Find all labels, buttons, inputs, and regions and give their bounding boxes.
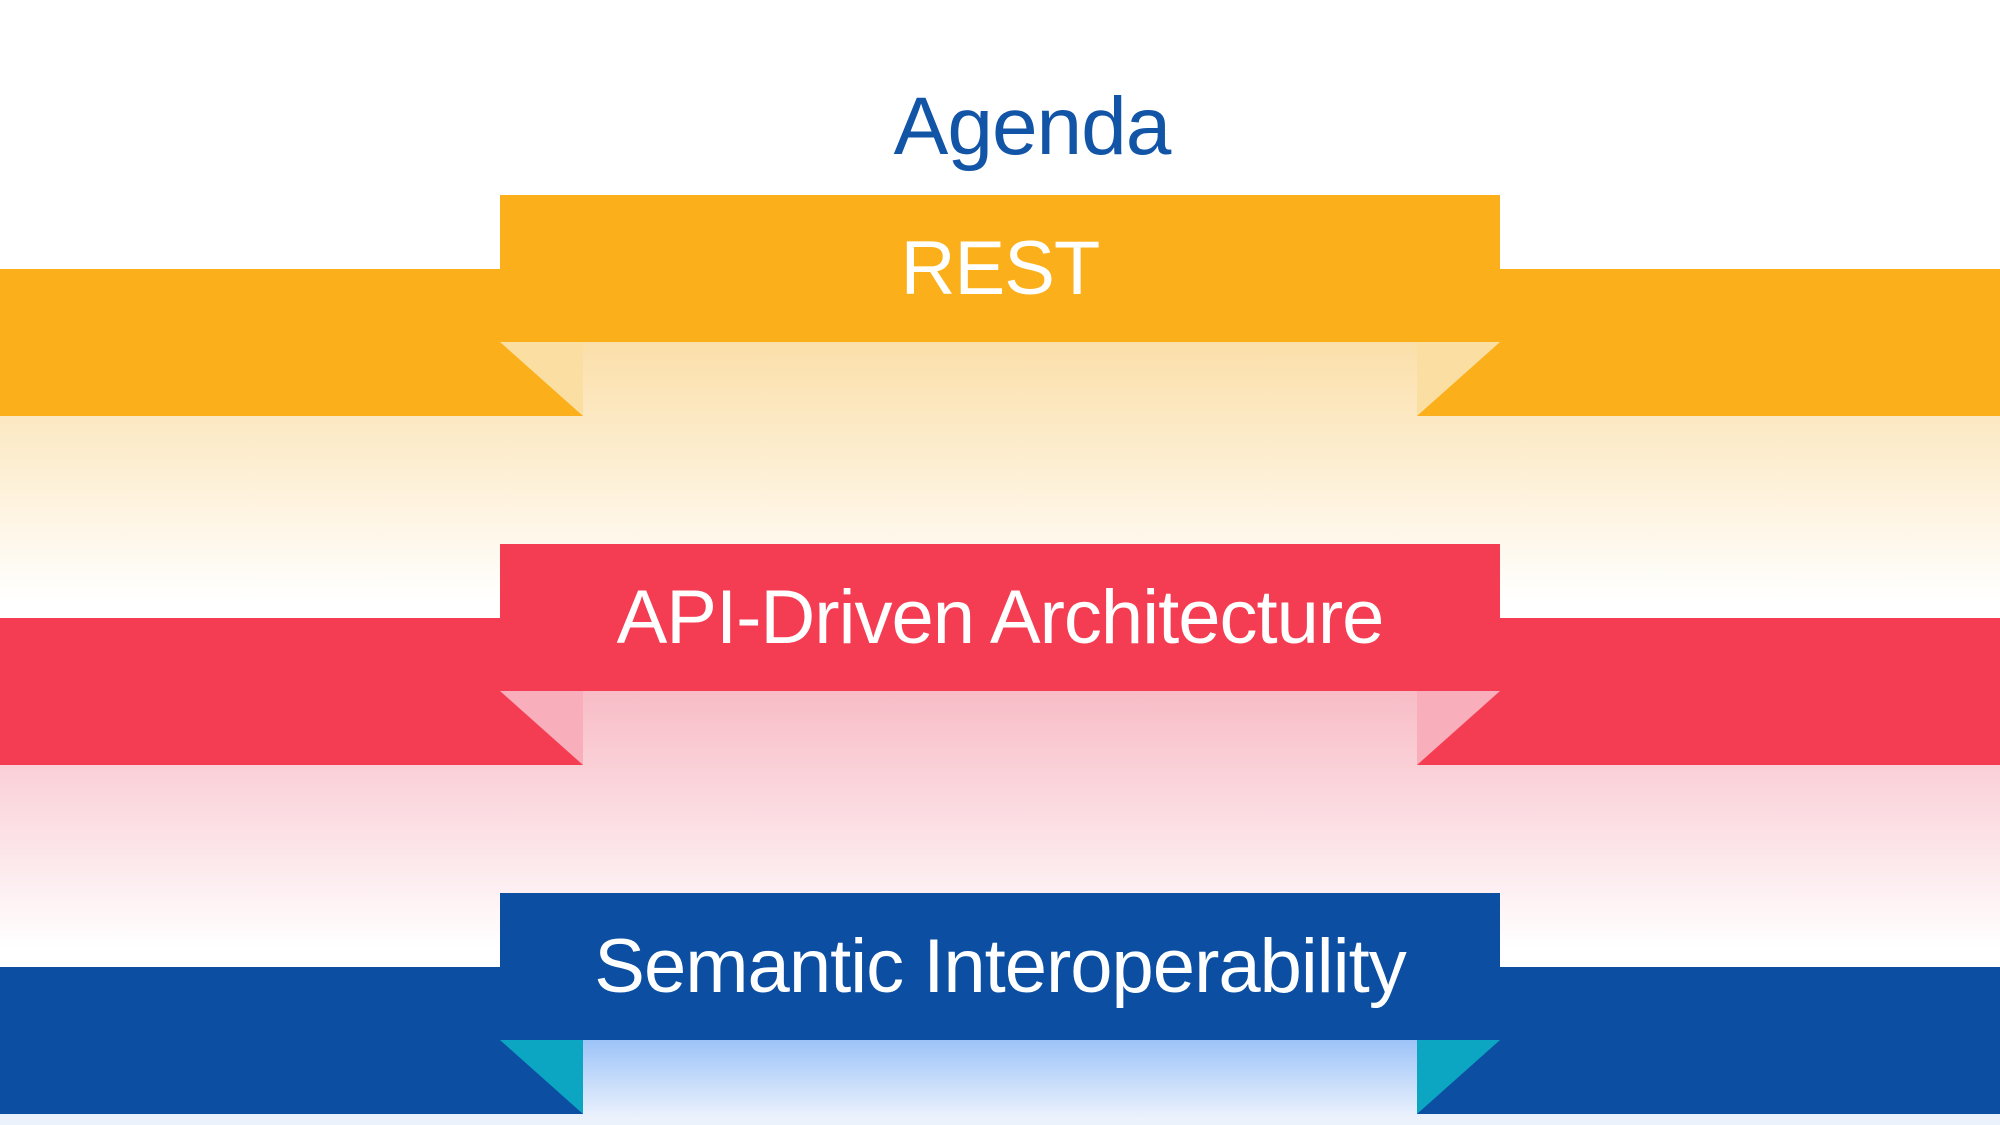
ribbon-banner: REST — [500, 195, 1500, 342]
ribbon-side-band-left — [0, 967, 583, 1114]
ribbon-label: REST — [900, 226, 1101, 311]
ribbon-banner: API-Driven Architecture — [500, 544, 1500, 691]
ribbon-side-band-right — [1417, 618, 2000, 765]
ribbon-label: Semantic Interoperability — [594, 924, 1406, 1009]
ribbon-banner: Semantic Interoperability — [500, 893, 1500, 1040]
ribbon-label: API-Driven Architecture — [616, 575, 1385, 660]
ribbon-side-band-right — [1417, 967, 2000, 1114]
ribbon-side-band-right — [1417, 269, 2000, 416]
slide-title: Agenda — [893, 81, 1172, 172]
ribbon-side-band-left — [0, 269, 583, 416]
ribbon-side-band-left — [0, 618, 583, 765]
